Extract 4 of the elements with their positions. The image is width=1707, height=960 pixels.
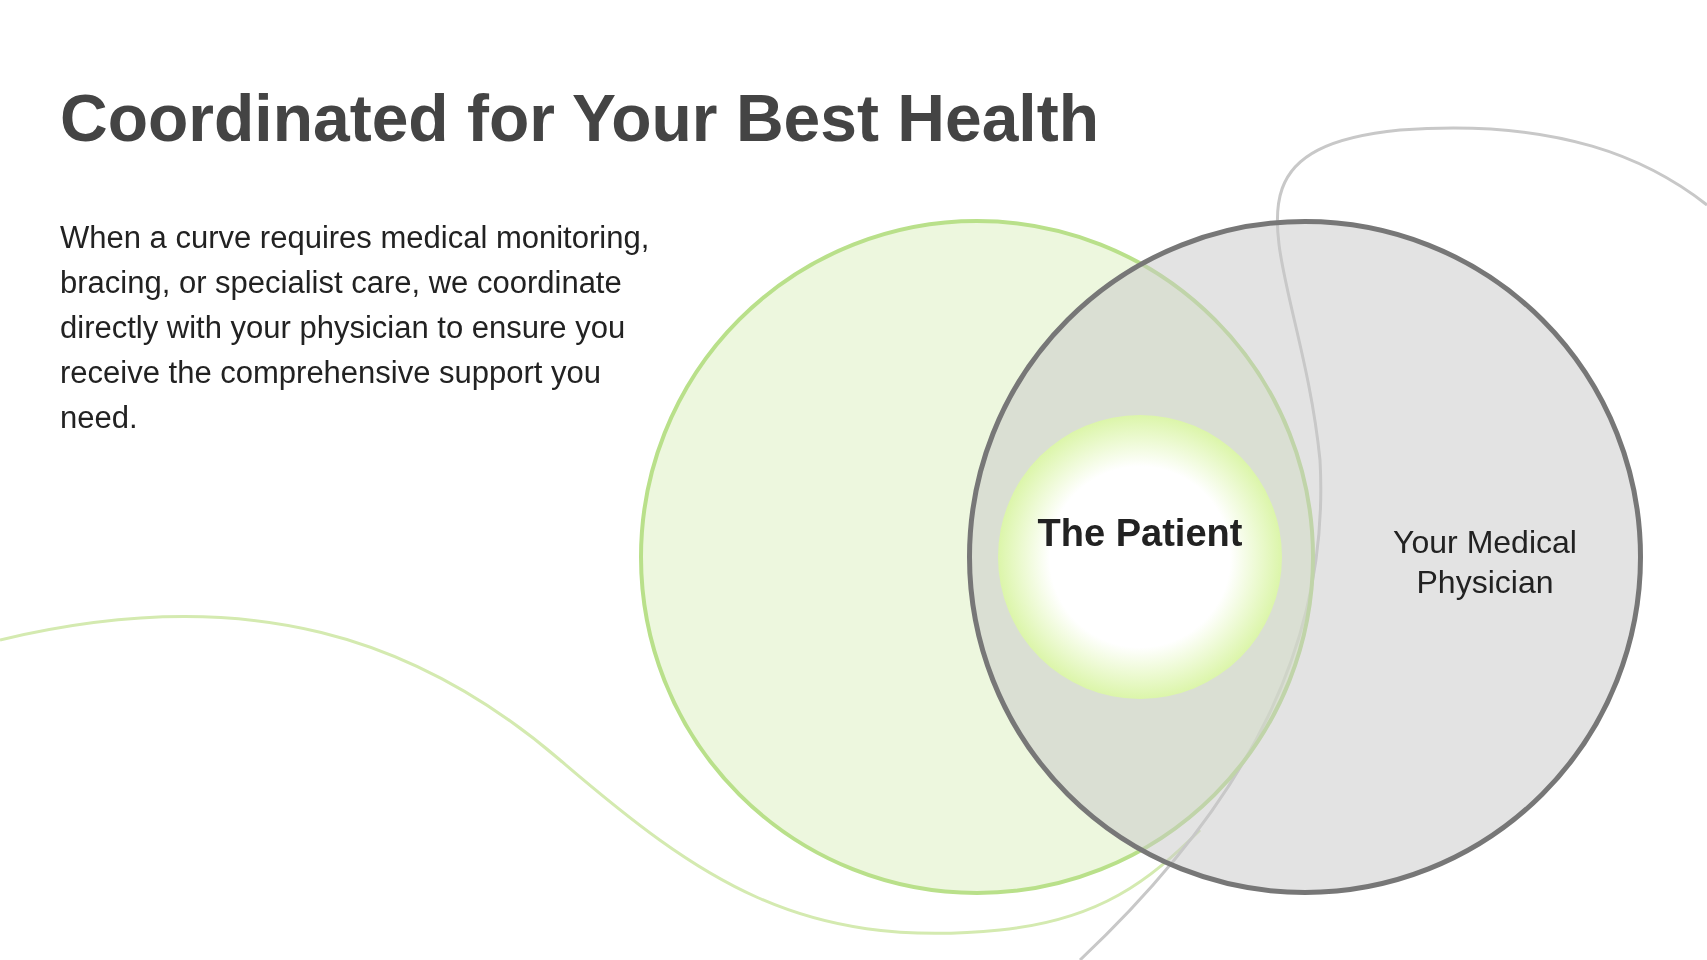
circle-label: Your Medical Physician	[1392, 523, 1578, 602]
description-paragraph: When a curve requires medical monitoring, bracing, or specialist care, we coordinate directly with your physician to ensure you receive the comprehensive support you need.	[60, 219, 651, 437]
circle-label: The Patient	[1036, 510, 1244, 556]
title: Coordinated for Your Best Health	[60, 80, 1099, 156]
